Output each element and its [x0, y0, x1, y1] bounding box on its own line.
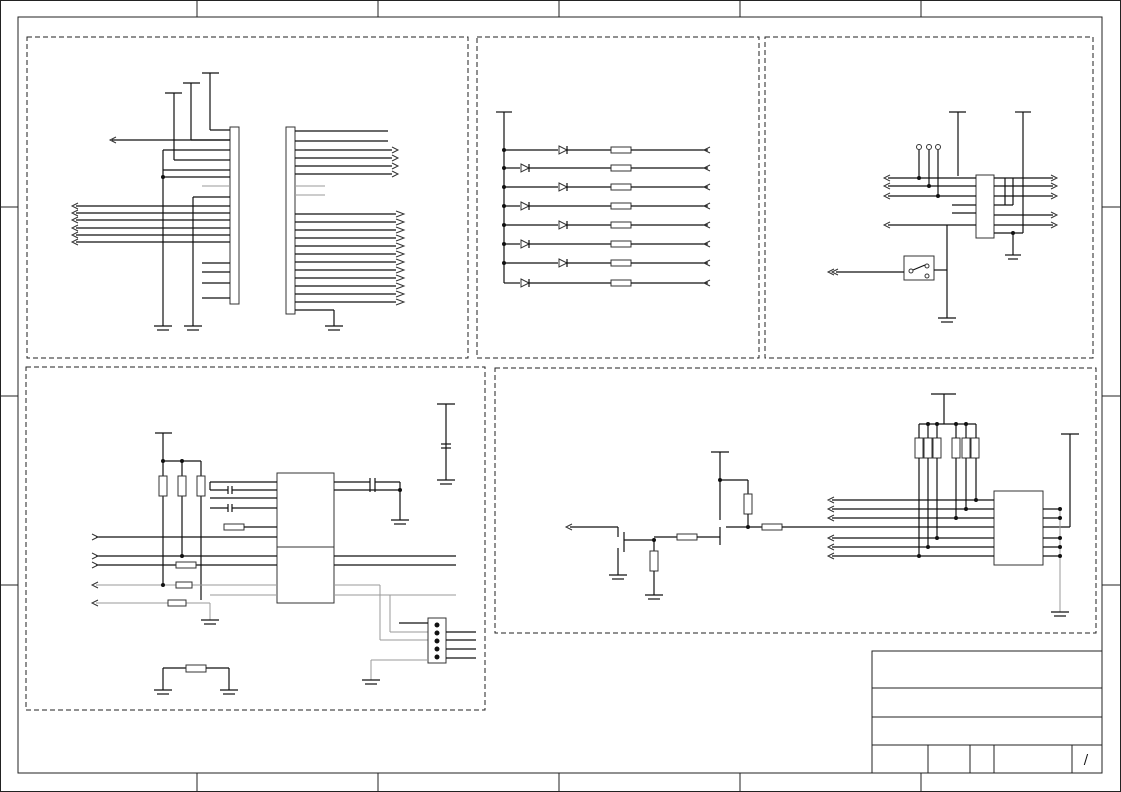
led-row	[502, 220, 708, 230]
revision-mark: /	[1084, 753, 1089, 768]
resistor	[196, 475, 206, 497]
driver-ic	[993, 490, 1044, 566]
resistor	[158, 475, 168, 497]
resistor	[610, 146, 632, 154]
ground-symbol	[154, 325, 343, 331]
led-row	[502, 201, 708, 211]
interface-circuit	[90, 403, 476, 695]
resistor	[610, 240, 632, 248]
led-row	[502, 145, 708, 155]
resistor	[610, 221, 632, 229]
resistor	[223, 523, 245, 531]
connector-header-right	[285, 126, 296, 315]
resistor	[649, 550, 659, 572]
ic-switch-circuit	[826, 111, 1059, 323]
resistor	[175, 561, 197, 569]
resistor	[951, 437, 961, 459]
resistor	[185, 664, 207, 673]
resistor	[923, 437, 933, 459]
led-row	[502, 182, 708, 192]
ic-upper	[276, 472, 335, 548]
connector-circuit	[70, 72, 406, 331]
resistor	[610, 259, 632, 267]
title-block: /	[871, 650, 1103, 774]
resistor	[175, 581, 193, 589]
resistor	[610, 202, 632, 210]
header-pins	[427, 617, 447, 664]
section-driver	[494, 367, 1097, 634]
section-interface	[25, 366, 486, 711]
resistor	[610, 164, 632, 172]
resistor	[177, 475, 187, 497]
led-row	[504, 278, 708, 288]
resistor	[961, 437, 971, 459]
resistor	[610, 183, 632, 191]
resistor	[676, 533, 698, 541]
resistor	[743, 493, 753, 515]
section-connectors	[26, 36, 469, 359]
ic-lower	[276, 546, 335, 604]
switch	[903, 255, 935, 281]
led-row	[502, 258, 708, 268]
led-row	[502, 163, 708, 173]
section-ic-switch	[764, 36, 1094, 359]
resistor	[610, 279, 632, 287]
resistor	[761, 523, 783, 531]
led-resistor-array	[496, 111, 711, 288]
resistor	[970, 437, 980, 459]
led-row	[502, 239, 708, 249]
resistor	[167, 599, 187, 607]
resistor	[914, 437, 924, 459]
connector-header-left	[229, 126, 240, 305]
ic-chip	[975, 174, 995, 239]
resistor	[932, 437, 942, 459]
driver-circuit	[564, 393, 1079, 617]
section-led-array	[476, 36, 760, 359]
